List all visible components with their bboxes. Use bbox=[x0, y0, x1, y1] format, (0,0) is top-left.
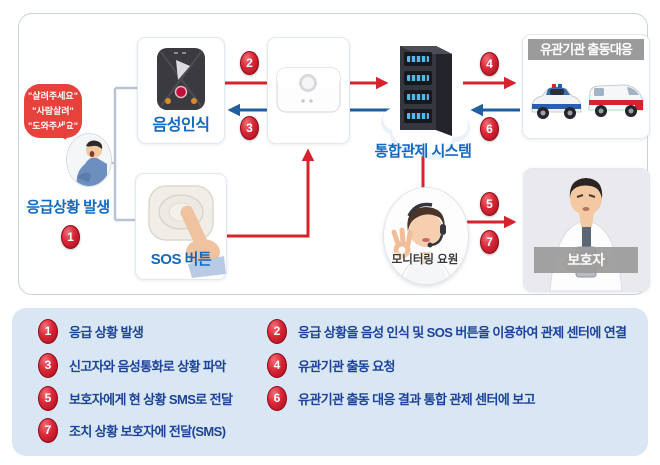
voice-device-icon bbox=[157, 48, 205, 110]
legend-item-7: 7 조치 상황 보호자에 전달(SMS) bbox=[38, 417, 226, 443]
legend-item-6: 6 유관기관 출동 대응 결과 통합 관제 센터에 보고 bbox=[267, 385, 536, 411]
ok-hand-icon bbox=[391, 227, 413, 259]
legend-text-7: 조치 상황 보호자에 전달(SMS) bbox=[69, 423, 226, 439]
legend-item-3: 3 신고자와 음성통화로 상황 파악 bbox=[38, 352, 226, 378]
legend-text-3: 신고자와 음성통화로 상황 파악 bbox=[69, 358, 226, 374]
guardian-card-label: 보호자 bbox=[534, 247, 638, 273]
control-server-icon bbox=[381, 46, 470, 160]
legend-text-2: 응급 상황을 음성 인식 및 SOS 버튼을 이용하여 관제 센터에 연결 bbox=[298, 324, 627, 340]
arrow-sos-to-gateway bbox=[225, 148, 315, 238]
legend-panel: 1 응급 상황 발생 2 응급 상황을 음성 인식 및 SOS 버튼을 이용하여… bbox=[12, 308, 648, 456]
badge-1-number: 1 bbox=[67, 230, 74, 244]
emergency-label: 응급상황 발생 bbox=[26, 199, 110, 216]
flow-badge-5: 5 bbox=[480, 192, 499, 216]
legend-text-1: 응급 상황 발생 bbox=[69, 324, 144, 340]
voice-recognition-card: 음성인식 bbox=[137, 37, 225, 144]
legend-badge-2: 2 bbox=[267, 318, 287, 344]
server-tower-icon bbox=[400, 46, 452, 136]
legend-text-5: 보호자에게 현 상황 SMS로 전달 bbox=[69, 391, 233, 407]
flow-badge-6: 6 bbox=[480, 117, 499, 141]
guardian-card: 보호자 bbox=[523, 168, 650, 292]
voice-card-label: 음성인식 bbox=[152, 117, 210, 134]
call-agent-icon bbox=[384, 188, 468, 284]
legend-num-1: 1 bbox=[44, 324, 52, 338]
legend-item-5: 5 보호자에게 현 상황 SMS로 전달 bbox=[38, 385, 233, 411]
monitor-label: 모니터링 요원 bbox=[391, 254, 459, 266]
legend-num-2: 2 bbox=[273, 324, 281, 338]
flow-badge-2: 2 bbox=[240, 51, 259, 75]
flow-badge-3: 3 bbox=[240, 116, 259, 140]
legend-item-2: 2 응급 상황을 음성 인식 및 SOS 버튼을 이용하여 관제 센터에 연결 bbox=[267, 318, 627, 344]
gateway-card bbox=[267, 37, 350, 144]
sos-card-label: SOS 버튼 bbox=[150, 251, 212, 268]
flow-badge-7: 7 bbox=[480, 230, 499, 254]
legend-badge-7: 7 bbox=[38, 417, 58, 443]
legend-num-5: 5 bbox=[44, 391, 52, 405]
legend-item-1: 1 응급 상황 발생 bbox=[38, 318, 144, 344]
agency-dispatch-card: 유관기관 출동대응 bbox=[522, 34, 650, 139]
agency-card-title: 유관기관 출동대응 bbox=[528, 39, 644, 60]
ambulance-icon bbox=[588, 84, 644, 117]
legend-badge-3: 3 bbox=[38, 352, 58, 378]
legend-num-6: 6 bbox=[273, 391, 281, 405]
pressing-finger-icon bbox=[180, 205, 226, 278]
bubble-line-3: "도와주세요" bbox=[28, 120, 78, 131]
help-speech-bubble: "살려주세요" "사람살려" "도와주세요" bbox=[24, 84, 82, 138]
sos-device-icon bbox=[148, 185, 226, 278]
gateway-device-icon bbox=[276, 67, 341, 113]
flow-badge-1: 1 bbox=[61, 225, 80, 249]
legend-num-7: 7 bbox=[44, 423, 52, 437]
police-car-icon bbox=[531, 84, 582, 119]
legend-badge-4: 4 bbox=[267, 352, 287, 378]
legend-text-6: 유관기관 출동 대응 결과 통합 관제 센터에 보고 bbox=[298, 391, 536, 407]
badge-2-number: 2 bbox=[246, 56, 253, 70]
shouting-man-icon bbox=[67, 134, 111, 186]
legend-text-4: 유관기관 출동 요청 bbox=[298, 358, 396, 374]
badge-7-number: 7 bbox=[486, 235, 493, 249]
legend-num-4: 4 bbox=[273, 358, 281, 372]
legend-num-3: 3 bbox=[44, 358, 52, 372]
legend-badge-6: 6 bbox=[267, 385, 287, 411]
badge-3-number: 3 bbox=[246, 121, 253, 135]
flow-badge-4: 4 bbox=[480, 52, 499, 76]
badge-4-number: 4 bbox=[486, 57, 493, 71]
bubble-line-1: "살려주세요" bbox=[28, 90, 78, 101]
legend-badge-1: 1 bbox=[38, 318, 58, 344]
bubble-line-2: "사람살려" bbox=[32, 105, 74, 116]
badge-6-number: 6 bbox=[486, 122, 493, 136]
sos-button-card: SOS 버튼 bbox=[135, 173, 227, 280]
badge-5-number: 5 bbox=[486, 197, 493, 211]
monitoring-agent-image bbox=[383, 187, 469, 285]
server-label: 통합관제 시스템 bbox=[374, 143, 472, 160]
legend-item-4: 4 유관기관 출동 요청 bbox=[267, 352, 396, 378]
legend-badge-5: 5 bbox=[38, 385, 58, 411]
